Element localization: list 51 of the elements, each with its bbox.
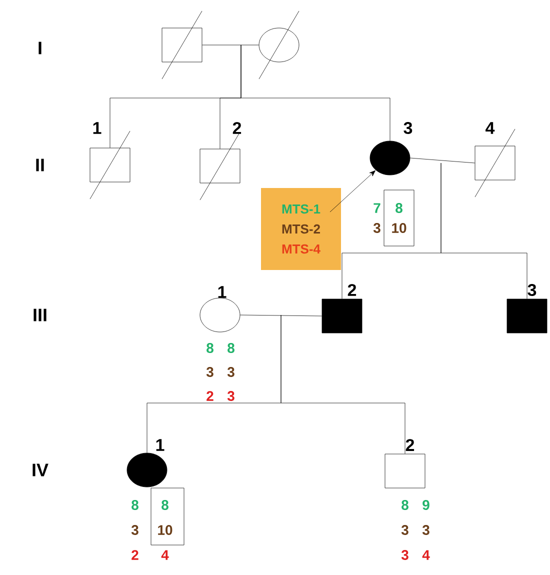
allele-number: 2	[206, 391, 214, 401]
allele-number: 8	[396, 203, 402, 213]
individual-number: 2	[232, 122, 242, 134]
marriage-line	[202, 44, 259, 46]
female-circle	[370, 140, 410, 176]
individual-number: 3	[528, 284, 536, 296]
individual-number: 1	[156, 439, 164, 451]
female-circle	[200, 298, 240, 332]
allele-number: 3	[401, 525, 408, 535]
female-circle	[126, 452, 168, 488]
arrow	[330, 170, 376, 212]
individual-number: 4	[486, 122, 495, 134]
male-square	[506, 298, 548, 334]
allele-number: 3	[131, 525, 138, 535]
allele-number: 8	[402, 500, 408, 510]
allele-number: 4	[422, 550, 430, 560]
allele-number: 10	[392, 223, 406, 233]
generation-label: II	[36, 158, 44, 172]
allele-number: 3	[206, 367, 214, 377]
callout-box: MTS-1 MTS-2 MTS-4	[261, 188, 341, 270]
allele-number: 3	[401, 550, 408, 560]
allele-number: 3	[422, 525, 430, 535]
individual-number: 1	[93, 122, 102, 134]
male-square	[162, 10, 202, 80]
allele-number: 3	[227, 367, 234, 377]
marriage-line	[240, 314, 322, 316]
generation-label: III	[34, 308, 46, 322]
allele-number: 8	[132, 500, 138, 510]
generation-label: I	[38, 42, 42, 54]
individual-number: 2	[348, 284, 356, 296]
allele-number: 2	[132, 550, 138, 560]
allele-number: 9	[422, 500, 430, 510]
male-square	[322, 298, 362, 334]
allele-number: 4	[161, 550, 169, 560]
allele-number: 10	[158, 525, 172, 535]
individual-number: 3	[404, 122, 412, 134]
descent-line	[240, 44, 390, 141]
individual-number: 1	[218, 286, 226, 298]
allele-number: 8	[162, 500, 168, 510]
allele-number: 7	[374, 203, 380, 213]
descent-line	[280, 314, 406, 454]
generation-label: IV	[32, 464, 48, 476]
descent-line	[440, 162, 528, 299]
female-circle	[258, 10, 300, 80]
allele-number: 3	[227, 391, 234, 401]
allele-number: 8	[206, 343, 214, 353]
allele-number: 3	[373, 223, 380, 233]
marriage-line	[410, 158, 475, 164]
individual-number: 2	[406, 439, 414, 451]
allele-number: 8	[228, 343, 234, 353]
male-square	[384, 454, 426, 488]
